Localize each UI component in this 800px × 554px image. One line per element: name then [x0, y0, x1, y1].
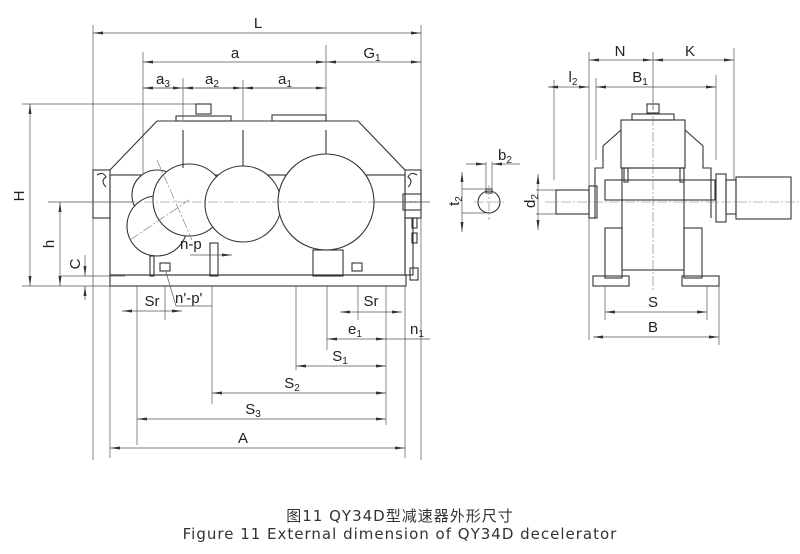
- foot-post-3: [312, 249, 344, 277]
- dim-label-A: A: [238, 430, 248, 447]
- lug-hook-right: [407, 172, 418, 188]
- foot-post-2: [209, 242, 219, 277]
- side-panel: [404, 217, 414, 276]
- dim-label-a3: a3: [156, 71, 170, 90]
- dim-label-Sr-left: Sr: [145, 293, 160, 310]
- side-leg-right: [683, 227, 703, 279]
- bolt-left: [159, 262, 171, 272]
- lug-hook-left: [96, 172, 107, 188]
- dim-label-n1: n1: [410, 321, 424, 340]
- dim-label-K: K: [685, 43, 695, 60]
- dim-label-t2: t2: [446, 196, 465, 206]
- front-view: L a G1 a3 a2 a1 H h C: [11, 15, 430, 460]
- dim-label-a1: a1: [278, 71, 292, 90]
- side-view: N K l2 B1 d2: [522, 43, 800, 345]
- side-bearing-cap: [715, 173, 727, 223]
- leader-n-p-prime: [165, 271, 177, 307]
- side-bolt-upper: [411, 217, 418, 229]
- side-foot-right: [681, 275, 720, 287]
- side-left-flange: [594, 129, 622, 218]
- side-output-collar: [725, 179, 737, 215]
- centerline-diag-1: [156, 159, 193, 241]
- shaft-section-detail: b2 t2: [446, 147, 520, 232]
- dim-label-a: a: [231, 45, 240, 62]
- side-bolt-lower: [411, 232, 418, 244]
- figure-caption-chinese: 图11 QY34D型减速器外形尺寸: [286, 507, 514, 525]
- dim-label-B1: B1: [632, 69, 648, 88]
- dim-label-L: L: [254, 15, 262, 32]
- side-leg-left: [604, 227, 623, 279]
- side-output-shaft: [735, 176, 792, 220]
- dim-label-S3: S3: [245, 401, 261, 420]
- vent-plug: [195, 103, 212, 115]
- side-right-flange: [684, 129, 712, 218]
- dim-label-e1: e1: [348, 321, 362, 340]
- side-shaft-band: [604, 179, 716, 201]
- dim-label-b2: b2: [498, 147, 512, 166]
- dim-label-C: C: [67, 258, 84, 269]
- housing-upper-cover: [109, 120, 406, 171]
- vent-cover: [271, 114, 327, 122]
- dim-label-N: N: [615, 43, 626, 60]
- lifting-lug-left: [92, 169, 111, 219]
- inspection-cover: [175, 115, 232, 122]
- side-foot-left: [592, 275, 630, 287]
- dim-label-S: S: [648, 294, 658, 311]
- label-n-p-prime: n'-p': [175, 290, 203, 307]
- foot-post-1: [149, 255, 155, 277]
- dim-label-S2: S2: [284, 375, 300, 394]
- label-n-p: n-p: [180, 236, 202, 253]
- dim-label-S1: S1: [332, 348, 348, 367]
- bolt-right: [351, 262, 363, 272]
- dim-label-a2: a2: [205, 71, 219, 90]
- centerline-diag-2: [129, 199, 190, 241]
- drain-plug: [409, 267, 419, 281]
- dim-label-Sr-right: Sr: [364, 293, 379, 310]
- gear-3: [204, 165, 282, 243]
- figure-caption-english: Figure 11 External dimension of QY34D de…: [182, 525, 618, 543]
- dim-label-H: H: [11, 191, 28, 202]
- side-stud-left: [623, 167, 629, 183]
- dim-label-G1: G1: [363, 45, 381, 64]
- housing-base: [109, 274, 407, 287]
- dim-label-l2: l2: [569, 69, 578, 88]
- dim-label-h: h: [41, 240, 58, 248]
- dim-label-B: B: [648, 319, 658, 336]
- side-stud-right: [679, 167, 685, 183]
- dim-label-d2: d2: [522, 194, 541, 208]
